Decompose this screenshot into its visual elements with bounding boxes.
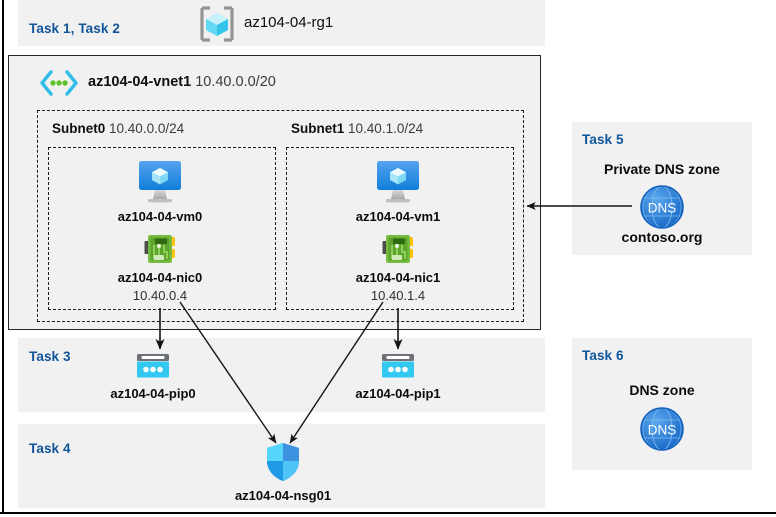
virtual-machine-icon — [369, 157, 427, 205]
dns-zone-icon: DNS — [634, 404, 690, 454]
task-label-5: Task 5 — [582, 132, 624, 147]
public-ip-address-icon — [133, 352, 173, 382]
subnet0-name: Subnet0 — [52, 121, 106, 136]
vm0-label: az104-04-vm0 — [117, 209, 203, 224]
vnet-title: az104-04-vnet1 10.40.0.0/20 — [88, 74, 276, 90]
task-label-3: Task 3 — [29, 349, 71, 364]
dns-zone-icon: DNS — [634, 182, 690, 232]
nic0-label: az104-04-nic0 — [117, 270, 203, 285]
vnet-panel — [8, 55, 541, 330]
private-dns-zone-name: contoso.org — [621, 229, 703, 245]
subnets-container — [37, 110, 524, 322]
network-interface-icon — [141, 232, 179, 266]
virtual-network-icon — [38, 69, 80, 97]
subnet1-cidr: 10.40.1.0/24 — [348, 121, 424, 136]
subnet1-title: Subnet1 10.40.1.0/24 — [291, 121, 423, 136]
task-label-1-2: Task 1, Task 2 — [29, 21, 120, 36]
virtual-machine-icon — [131, 157, 189, 205]
network-security-group-icon — [264, 441, 302, 483]
resource-group-header-band — [18, 0, 545, 46]
subnet0-title: Subnet0 10.40.0.0/24 — [52, 121, 184, 136]
network-interface-icon — [379, 232, 417, 266]
subnet0-box — [48, 147, 276, 310]
subnet1-name: Subnet1 — [291, 121, 345, 136]
task3-panel — [18, 338, 545, 412]
diagram-frame-left-edge — [2, 46, 4, 514]
vm1-label: az104-04-vm1 — [355, 209, 441, 224]
vnet-cidr: 10.40.0.0/20 — [195, 74, 276, 90]
pip0-label: az104-04-pip0 — [110, 386, 196, 401]
resource-group-name: az104-04-rg1 — [244, 14, 334, 31]
diagram-frame-bottom-edge — [0, 512, 776, 514]
nic1-label: az104-04-nic1 — [355, 270, 441, 285]
vnet-name: az104-04-vnet1 — [88, 74, 192, 90]
subnet1-box — [286, 147, 514, 310]
dns-icon-text: DNS — [648, 201, 677, 216]
task-label-4: Task 4 — [29, 441, 71, 456]
dns-zone-heading: DNS zone — [629, 382, 695, 398]
private-dns-zone-heading: Private DNS zone — [604, 161, 720, 177]
task-label-6: Task 6 — [582, 348, 624, 363]
resource-group-icon — [198, 6, 236, 42]
dns-icon-text: DNS — [648, 423, 677, 438]
nsg-label: az104-04-nsg01 — [234, 488, 332, 503]
pip1-label: az104-04-pip1 — [355, 386, 441, 401]
public-ip-address-icon — [378, 352, 418, 382]
subnet0-cidr: 10.40.0.0/24 — [109, 121, 185, 136]
nic0-ip: 10.40.0.4 — [132, 288, 188, 303]
nic1-ip: 10.40.1.4 — [370, 288, 426, 303]
